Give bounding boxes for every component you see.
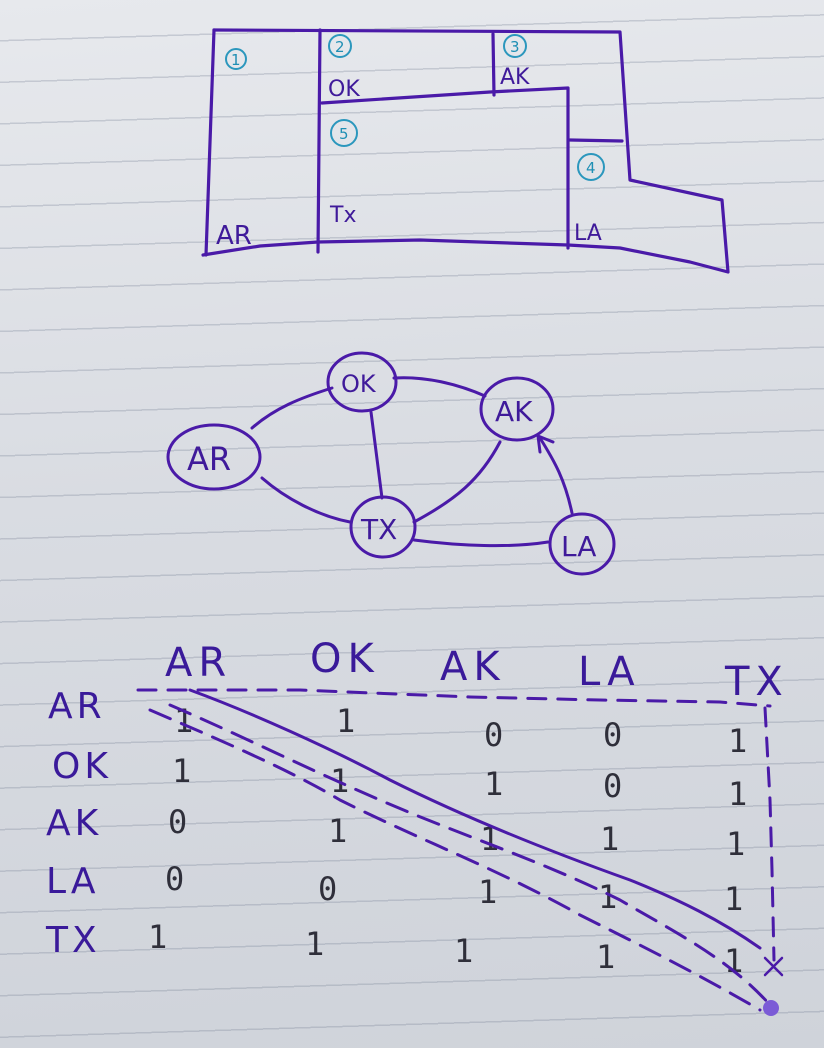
graph-edge <box>412 440 502 524</box>
matrix-cell: 1 <box>478 873 497 911</box>
graph-edge <box>538 436 574 515</box>
graph-node-label: LA <box>561 530 596 563</box>
matrix-cell: 1 <box>148 918 167 956</box>
end-dot <box>763 1000 779 1016</box>
matrix-row-header: LA <box>46 861 100 902</box>
region-label: AK <box>500 65 530 90</box>
matrix-row-header: AK <box>46 803 102 844</box>
adjacency-graph: AR OK AK TX LA <box>166 351 616 576</box>
matrix-cell: 1 <box>328 812 347 850</box>
matrix-row-header: OK <box>52 746 112 787</box>
graph-node <box>166 423 262 491</box>
matrix-column-header: AR <box>165 640 232 686</box>
graph-node <box>479 376 555 442</box>
region-number-circle <box>328 34 352 58</box>
matrix-cell: 0 <box>603 767 622 805</box>
region-number-circle <box>330 119 358 147</box>
matrix-column-header: LA <box>578 649 641 695</box>
map-outline <box>201 28 730 274</box>
graph-node <box>326 351 398 413</box>
region-label: OK <box>328 77 360 102</box>
matrix-diagonal-dashed-line <box>168 703 772 1007</box>
matrix-cell: 1 <box>598 878 617 916</box>
region-label: LA <box>574 221 602 246</box>
matrix-cell: 0 <box>603 716 622 754</box>
region-number: 2 <box>335 38 345 56</box>
matrix-cell: 1 <box>724 880 743 918</box>
matrix-cell: 1 <box>724 942 743 980</box>
map-divider-3 <box>491 32 496 97</box>
matrix-diagonal-line <box>188 688 762 950</box>
region-label: Tx <box>329 203 356 228</box>
matrix-cell: 0 <box>165 860 184 898</box>
graph-edge <box>250 386 334 430</box>
matrix-cell: 1 <box>728 775 747 813</box>
graph-node-label: TX <box>360 513 397 546</box>
map-divider-2 <box>320 86 570 250</box>
matrix-cell: 1 <box>728 722 747 760</box>
matrix-row-header: AR <box>48 686 106 727</box>
matrix-column-header: AK <box>440 644 506 690</box>
matrix-cell: 1 <box>336 702 355 740</box>
matrix-right-dashed-line <box>763 706 776 962</box>
region-number: 4 <box>586 159 596 177</box>
graph-edge-arrowhead <box>536 434 555 454</box>
matrix-diagonal-dashed-line <box>148 708 762 1012</box>
graph-node <box>349 495 417 559</box>
map-divider-1 <box>316 28 322 254</box>
matrix-column-header: OK <box>310 636 380 682</box>
matrix-cell: 1 <box>480 820 499 858</box>
region-number: 3 <box>510 38 520 56</box>
region-map: 1 2 3 4 5 AR OK AK LA Tx <box>201 28 730 274</box>
adjacency-matrix: AR OK AK LA TX AR OK AK LA TX 1 1 0 0 1 … <box>45 636 789 1016</box>
matrix-row-header: TX <box>45 920 101 961</box>
matrix-corner-cross <box>763 956 784 977</box>
matrix-top-dashed-line <box>136 688 772 708</box>
matrix-cell: 1 <box>596 938 615 976</box>
region-number: 5 <box>339 125 349 143</box>
graph-edge <box>412 538 550 548</box>
matrix-cell: 0 <box>318 870 337 908</box>
region-number-circle <box>225 48 247 70</box>
matrix-cell: 1 <box>726 825 745 863</box>
region-number: 1 <box>231 51 241 69</box>
matrix-cell: 1 <box>305 925 324 963</box>
graph-node-label: OK <box>341 370 377 398</box>
matrix-cell: 1 <box>600 820 619 858</box>
region-number-circle <box>503 34 527 58</box>
graph-node-label: AR <box>187 440 231 478</box>
matrix-column-header: TX <box>724 659 789 705</box>
graph-node-label: AK <box>495 395 533 428</box>
region-number-circle <box>577 153 605 181</box>
graph-edge <box>392 376 487 398</box>
matrix-cell: 0 <box>484 716 503 754</box>
matrix-cell: 1 <box>454 932 473 970</box>
matrix-cell: 1 <box>172 752 191 790</box>
graph-node <box>548 512 616 576</box>
matrix-cell: 0 <box>168 803 187 841</box>
map-left-edge <box>204 28 216 257</box>
region-label: AR <box>216 221 252 251</box>
graph-edge <box>369 410 384 500</box>
map-divider-4 <box>568 138 624 143</box>
graph-edge <box>260 476 352 524</box>
matrix-cell: 1 <box>484 765 503 803</box>
